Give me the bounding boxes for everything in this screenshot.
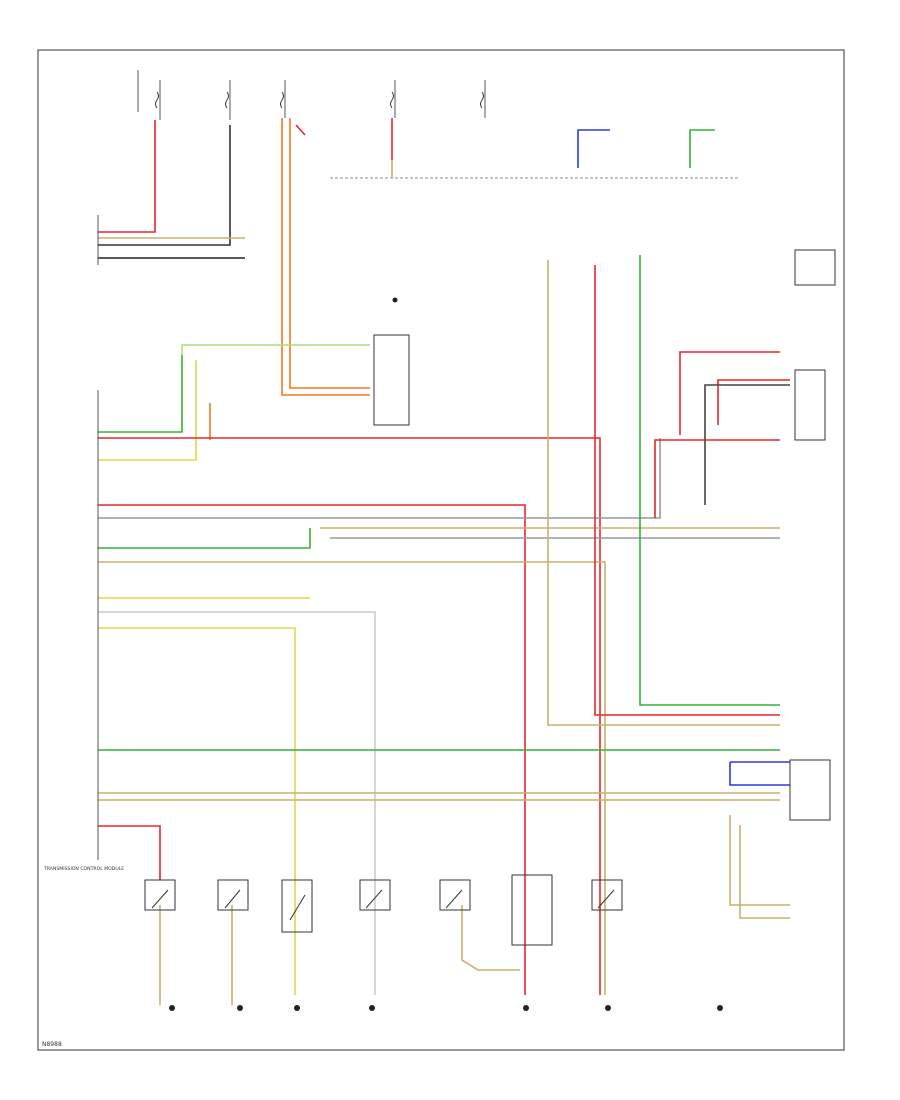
top-fuses (137, 70, 486, 120)
module-label: TRANSMISSION CONTROL MODULE (43, 866, 124, 872)
diagram-frame (37, 49, 845, 1051)
lower-components (144, 874, 623, 946)
figure-code: N8988 (42, 1041, 62, 1048)
grounds (169, 297, 723, 1011)
wires (98, 118, 790, 1005)
range-sensor-block (373, 249, 836, 821)
